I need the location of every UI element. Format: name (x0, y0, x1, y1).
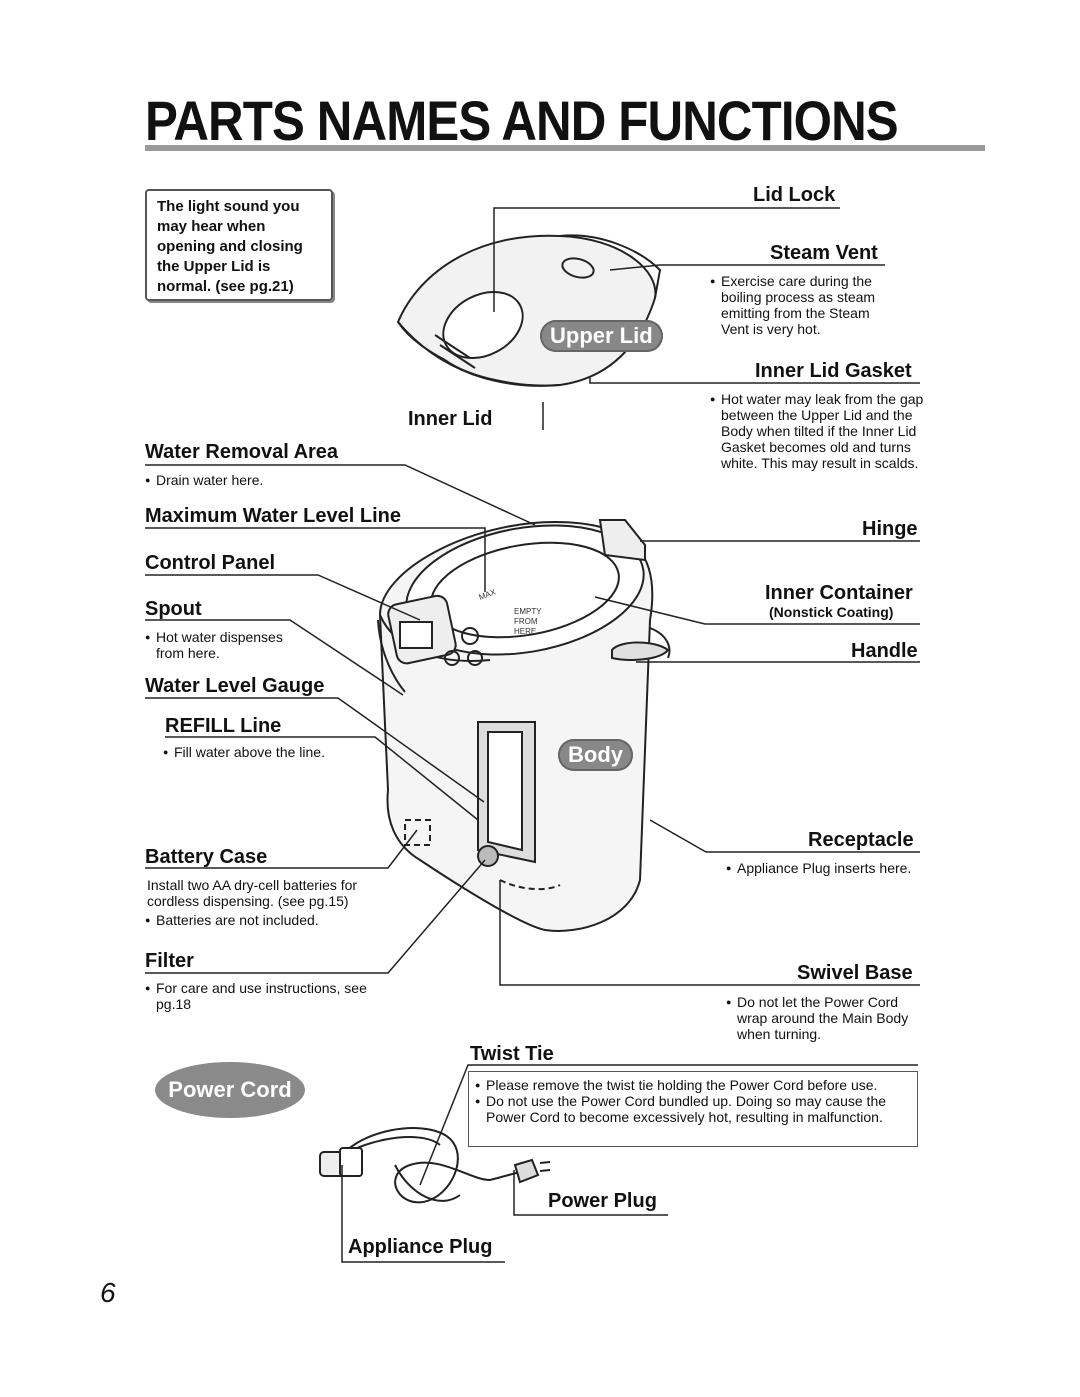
twist-tie-warning-2: Do not use the Power Cord bundled up. Do… (475, 1093, 909, 1125)
steam-vent-label: Steam Vent (770, 242, 878, 264)
water-removal-desc-item: Drain water here. (145, 472, 347, 488)
gauge-from-text: FROM (514, 617, 538, 626)
twist-tie-label: Twist Tie (470, 1043, 554, 1065)
title-underline (145, 145, 985, 151)
page-title: PARTS NAMES AND FUNCTIONS (145, 89, 899, 152)
filter-label: Filter (145, 950, 194, 972)
max-water-level-label: Maximum Water Level Line (145, 505, 401, 527)
spout-desc-item: Hot water dispenses from here. (145, 629, 307, 661)
power-plug-label: Power Plug (548, 1190, 657, 1212)
steam-vent-desc-item: Exercise care during the boiling process… (710, 273, 892, 337)
inner-container-label: Inner Container (765, 582, 913, 604)
battery-case-label: Battery Case (145, 846, 268, 868)
body-badge: Body (558, 739, 633, 771)
water-removal-desc: Drain water here. (145, 472, 347, 488)
battery-note: Batteries are not included. (145, 912, 387, 928)
refill-line-label: REFILL Line (165, 715, 282, 737)
twist-tie-warning-1: Please remove the twist tie holding the … (475, 1077, 909, 1093)
body-illustration (377, 519, 671, 932)
control-panel-label: Control Panel (145, 552, 276, 574)
water-level-gauge-label: Water Level Gauge (145, 675, 325, 697)
power-cord-illustration (319, 1127, 551, 1204)
page-number: 6 (100, 1277, 116, 1308)
inner-container-sub: (Nonstick Coating) (769, 604, 894, 620)
filter-desc: For care and use instructions, see pg.18 (145, 980, 367, 1012)
swivel-base-desc: Do not let the Power Cord wrap around th… (726, 994, 924, 1042)
battery-note-item: Batteries are not included. (145, 912, 387, 928)
inner-lid-gasket-desc: Hot water may leak from the gap between … (710, 391, 924, 471)
refill-desc-item: Fill water above the line. (163, 744, 365, 760)
inner-lid-gasket-desc-item: Hot water may leak from the gap between … (710, 391, 924, 471)
power-cord-badge: Power Cord (155, 1062, 305, 1118)
twist-tie-warning-box: Please remove the twist tie holding the … (468, 1071, 918, 1147)
swivel-base-label: Swivel Base (797, 962, 913, 984)
spout-label: Spout (145, 598, 202, 620)
upper-lid-badge: Upper Lid (540, 320, 663, 352)
upper-lid-illustration (396, 234, 662, 387)
leader-lines (145, 207, 920, 1263)
refill-desc: Fill water above the line. (163, 744, 365, 760)
hinge-label: Hinge (862, 518, 918, 540)
handle-label: Handle (851, 640, 918, 662)
receptacle-desc-item: Appliance Plug inserts here. (726, 860, 928, 876)
filter-desc-item: For care and use instructions, see pg.18 (145, 980, 367, 1012)
inner-lid-label: Inner Lid (408, 408, 493, 430)
appliance-plug-label: Appliance Plug (348, 1236, 493, 1258)
lid-lock-label: Lid Lock (753, 184, 836, 206)
inner-lid-gasket-label: Inner Lid Gasket (755, 360, 912, 382)
gauge-empty-text: EMPTY (514, 607, 542, 616)
note-box: The light sound you may hear when openin… (145, 189, 333, 301)
gauge-here-text: HERE (514, 627, 536, 636)
steam-vent-desc: Exercise care during the boiling process… (710, 273, 892, 337)
receptacle-label: Receptacle (808, 829, 914, 851)
swivel-base-desc-item: Do not let the Power Cord wrap around th… (726, 994, 924, 1042)
battery-desc: Install two AA dry-cell batteries for co… (147, 877, 358, 909)
water-removal-label: Water Removal Area (145, 441, 339, 463)
spout-desc: Hot water dispenses from here. (145, 629, 307, 661)
receptacle-desc: Appliance Plug inserts here. (726, 860, 928, 876)
